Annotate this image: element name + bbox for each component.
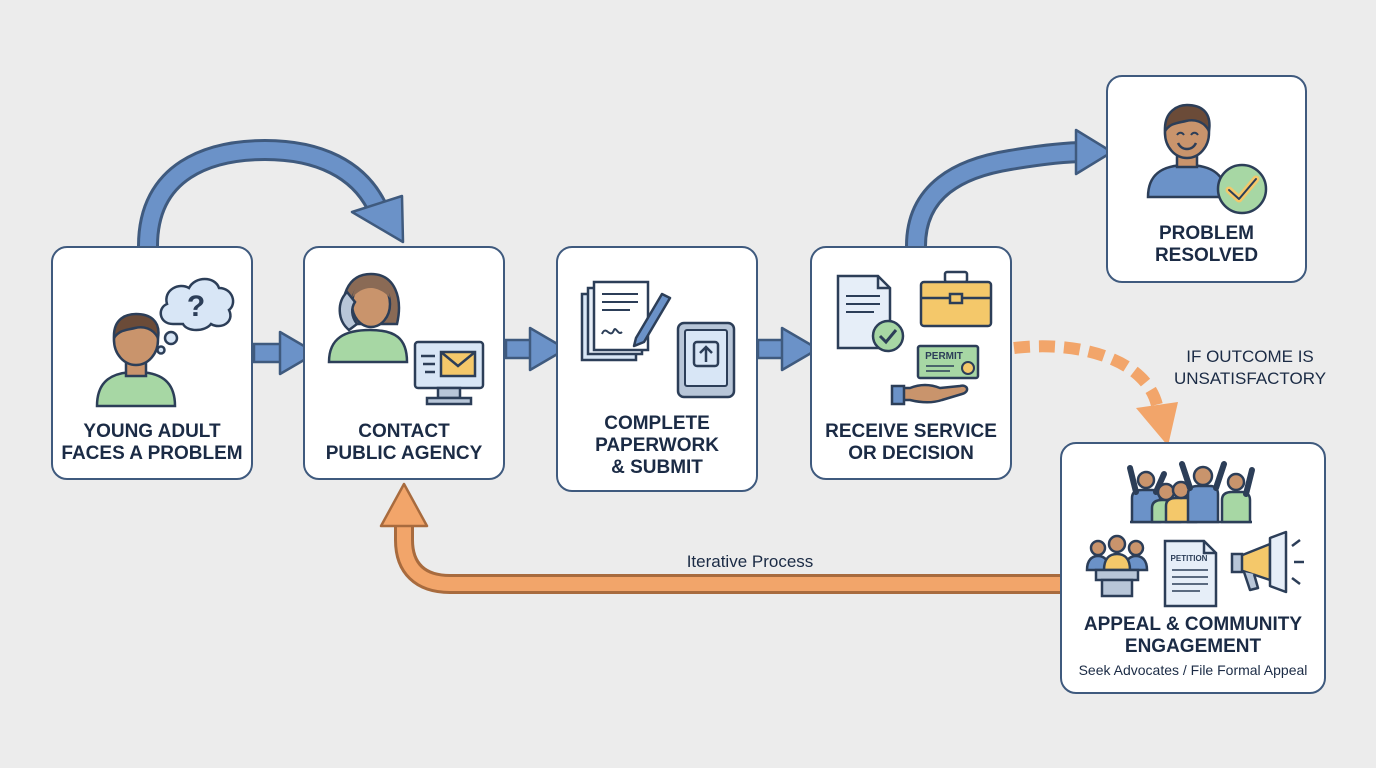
tablet-upload-icon <box>676 321 736 399</box>
arrow-curve-1-to-2 <box>137 138 405 247</box>
arrow-curve-4-to-resolved <box>905 128 1114 247</box>
step-problem-resolved: PROBLEM RESOLVED <box>1106 75 1307 283</box>
step-appeal-label: APPEAL & COMMUNITY ENGAGEMENT <box>1083 614 1303 657</box>
unsatisfactory-note: IF OUTCOME IS UNSATISFACTORY <box>1173 347 1327 388</box>
iterative-process-label: Iterative Process <box>686 552 814 571</box>
crowd-icon <box>1127 461 1255 524</box>
briefcase-icon <box>919 270 993 328</box>
arrow-1-to-2 <box>252 330 318 376</box>
step-problem-resolved-label: PROBLEM RESOLVED <box>1154 223 1259 266</box>
documents-pen-icon <box>580 280 672 362</box>
check-circle-icon <box>1216 163 1268 215</box>
thought-bubble-icon: ? <box>156 277 235 355</box>
document-check-icon <box>836 274 905 353</box>
computer-email-icon <box>413 340 485 406</box>
arrow-iterative-loop <box>379 482 1062 594</box>
step-young-adult-label: YOUNG ADULT FACES A PROBLEM <box>61 421 243 464</box>
petition-text: PETITION <box>1171 554 1208 563</box>
step-contact-agency-label: CONTACT PUBLIC AGENCY <box>325 421 483 464</box>
meeting-icon <box>1085 534 1149 598</box>
step-appeal: PETITION APPEAL & COMMUNITY ENGAGEMENT S… <box>1060 442 1326 694</box>
arrow-2-to-3 <box>504 326 568 372</box>
megaphone-icon <box>1230 530 1304 594</box>
step-paperwork-label: COMPLETE PAPERWORK & SUBMIT <box>595 413 719 478</box>
step-young-adult: ? YOUNG ADULT FACES A PROBLEM <box>51 246 253 480</box>
arrow-dashed-to-appeal <box>1013 340 1178 446</box>
permit-hand-icon: PERMIT <box>890 344 980 406</box>
person-icon <box>95 312 177 408</box>
petition-icon: PETITION <box>1163 539 1218 608</box>
arrow-3-to-4 <box>756 326 820 372</box>
permit-text: PERMIT <box>925 351 963 362</box>
step-contact-agency: CONTACT PUBLIC AGENCY <box>303 246 505 480</box>
step-receive-service: PERMIT RECEIVE SERVICE OR DECISION <box>810 246 1012 480</box>
person-on-phone-icon <box>327 272 409 364</box>
question-mark: ? <box>187 290 205 323</box>
step-paperwork: COMPLETE PAPERWORK & SUBMIT <box>556 246 758 492</box>
step-receive-service-label: RECEIVE SERVICE OR DECISION <box>825 421 997 464</box>
step-appeal-sublabel: Seek Advocates / File Formal Appeal <box>1078 662 1308 678</box>
